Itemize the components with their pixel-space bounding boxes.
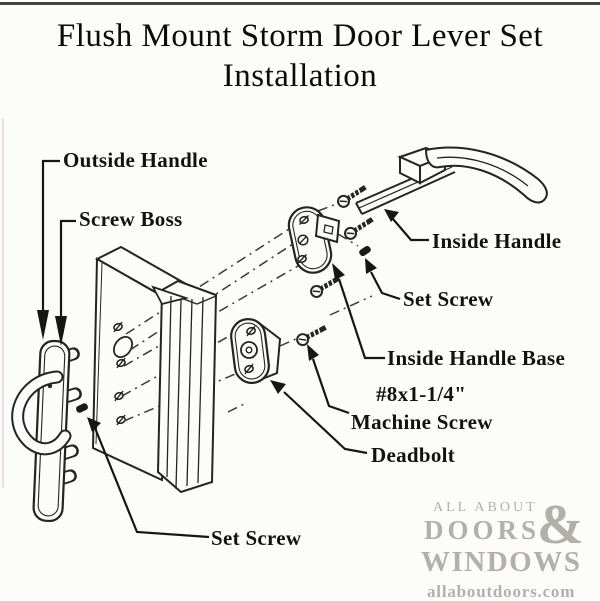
machine-screw-icon [295, 323, 328, 348]
leader-screw-boss [59, 219, 76, 319]
set-screw-icon [358, 244, 372, 258]
logo-doors: DOORS [424, 515, 541, 545]
inside-handle-base-drawing [287, 206, 341, 274]
page-title-line2: Installation [222, 58, 378, 94]
arrow-set-screw-top-icon [365, 258, 377, 274]
logo-windows: WINDOWS [421, 546, 582, 578]
leader-deadbolt [283, 391, 368, 455]
scan-artifact-top-line [0, 2, 600, 5]
label-set-screw-bottom: Set Screw [211, 526, 302, 550]
arrow-inside-handle-base-icon [332, 263, 345, 280]
spindle-hole [113, 335, 133, 359]
label-inside-handle: Inside Handle [432, 229, 561, 253]
leader-arrowheads [37, 209, 399, 432]
leader-inside-handle [392, 218, 429, 242]
outside-handle-drawing [11, 339, 89, 523]
arrow-down-outside-handle-icon [37, 310, 49, 340]
arrow-set-screw-bottom-icon [87, 417, 101, 432]
deadbolt-drawing [230, 318, 282, 384]
leader-lines [41, 159, 429, 539]
all-about-doors-windows-logo: ALL ABOUT & DOORS WINDOWS allaboutdoors.… [420, 497, 596, 601]
machine-screw-icon [336, 183, 368, 209]
leader-inside-handle-base [337, 278, 385, 360]
leader-machine-screw [311, 358, 350, 415]
label-outside-handle: Outside Handle [63, 148, 208, 172]
door-mounting-plate-drawing [91, 245, 196, 482]
machine-screw-icon [343, 215, 375, 241]
arrow-machine-screw-icon [307, 344, 319, 361]
label-deadbolt: Deadbolt [371, 443, 455, 467]
page-title: Flush Mount Storm Door Lever Set Install… [0, 16, 600, 96]
logo-website: allaboutdoors.com [427, 582, 576, 601]
label-set-screw-top: Set Screw [403, 287, 494, 311]
door-stile-drawing [151, 279, 218, 494]
label-machine-screw: Machine Screw [351, 410, 493, 434]
page-title-line1: Flush Mount Storm Door Lever Set [56, 18, 544, 54]
inside-handle-drawing [355, 146, 548, 215]
leader-set-screw-bottom [93, 427, 210, 539]
leader-outside-handle [41, 159, 60, 313]
logo-ampersand: & [537, 494, 584, 556]
arrow-down-screw-boss-icon [55, 316, 67, 346]
set-screw-icon [75, 402, 89, 414]
arrow-inside-handle-icon [384, 209, 399, 222]
spindle-hub [314, 213, 341, 244]
scan-artifact-left-line [2, 118, 4, 488]
logo-tagline: ALL ABOUT [433, 500, 538, 515]
label-machine-screw-size: #8x1-1/4" [376, 382, 466, 406]
lever-grip [424, 146, 548, 204]
leader-set-screw-top [370, 271, 401, 301]
label-inside-handle-base: Inside Handle Base [387, 346, 565, 370]
arrow-deadbolt-icon [270, 380, 286, 394]
label-screw-boss: Screw Boss [79, 207, 183, 231]
